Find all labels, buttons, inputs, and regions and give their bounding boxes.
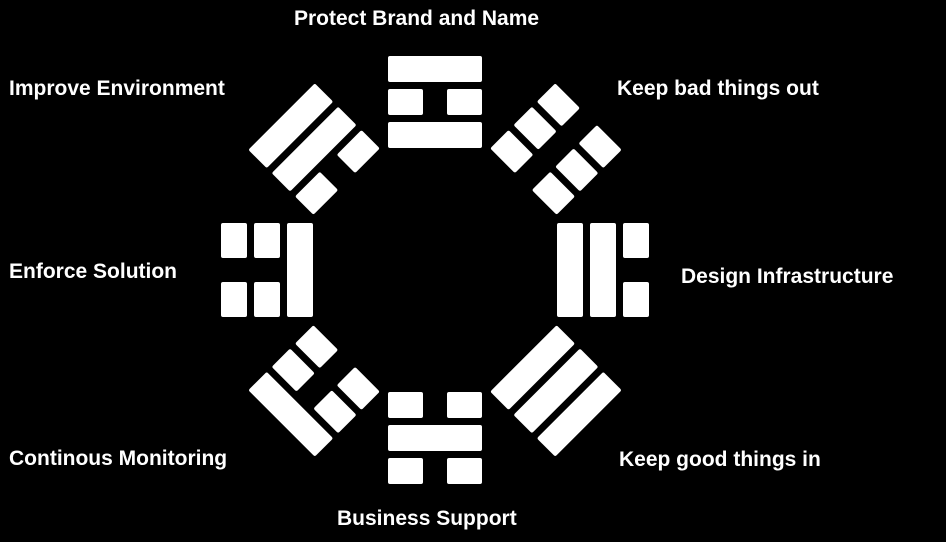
broken-line: [221, 282, 247, 317]
label-top: Protect Brand and Name: [294, 7, 540, 30]
solid-line: [590, 223, 616, 317]
broken-line: [295, 172, 338, 215]
broken-line: [272, 349, 314, 391]
solid-line: [249, 372, 333, 456]
label-bottom-left: Continous Monitoring: [9, 447, 228, 470]
broken-line: [532, 172, 575, 215]
broken-line: [221, 223, 247, 258]
broken-line: [447, 458, 482, 484]
solid-line: [537, 372, 621, 456]
trigram-top-left: [249, 84, 380, 215]
trigram-bottom-left: [249, 325, 380, 456]
broken-line: [254, 282, 280, 317]
broken-line: [537, 84, 580, 126]
broken-line: [579, 125, 621, 168]
label-right: Design Infrastructure: [681, 265, 894, 288]
solid-line: [514, 349, 598, 433]
trigram-bottom-right: [490, 325, 621, 456]
solid-line: [287, 223, 313, 317]
solid-line: [557, 223, 583, 317]
broken-line: [447, 392, 482, 418]
solid-line: [490, 325, 575, 410]
broken-line: [490, 130, 533, 173]
solid-line: [249, 84, 333, 168]
broken-line: [556, 149, 598, 191]
trigram-right: [557, 223, 649, 317]
solid-line: [272, 107, 356, 191]
trigram-left: [221, 223, 313, 317]
broken-line: [388, 89, 423, 115]
solid-line: [388, 56, 482, 82]
trigram-bottom: [388, 392, 482, 484]
label-left: Enforce Solution: [9, 260, 177, 283]
broken-line: [337, 367, 380, 410]
label-top-left: Improve Environment: [9, 77, 225, 100]
broken-line: [388, 392, 423, 418]
trigram-top-right: [490, 84, 621, 215]
solid-line: [388, 425, 482, 451]
label-top-right: Keep bad things out: [617, 77, 819, 100]
broken-line: [447, 89, 482, 115]
broken-line: [295, 325, 338, 368]
broken-line: [254, 223, 280, 258]
broken-line: [623, 223, 649, 258]
broken-line: [623, 282, 649, 317]
broken-line: [388, 458, 423, 484]
trigram-top: [388, 56, 482, 148]
broken-line: [314, 391, 356, 433]
broken-line: [337, 130, 380, 173]
solid-line: [388, 122, 482, 148]
label-bottom: Business Support: [337, 507, 517, 530]
broken-line: [514, 107, 556, 149]
label-bottom-right: Keep good things in: [619, 448, 821, 471]
